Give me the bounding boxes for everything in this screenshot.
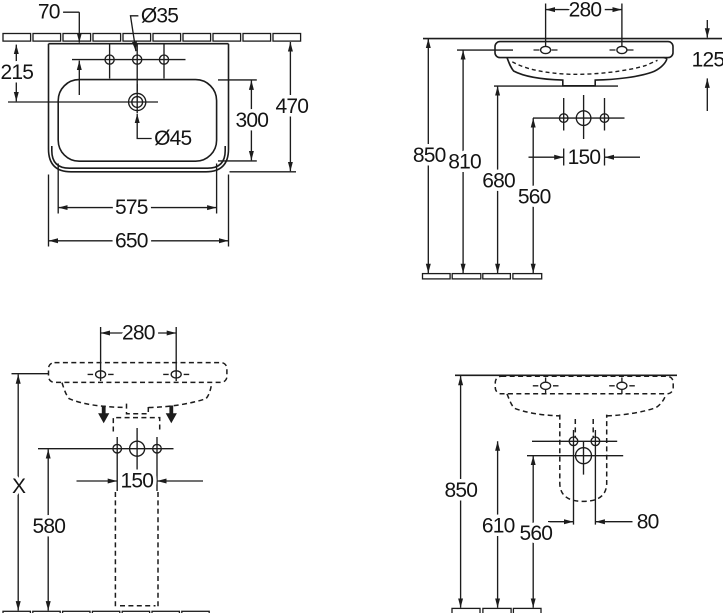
label-dia35: Ø35: [141, 4, 178, 27]
basin-deck-profile: [494, 40, 674, 59]
wall-tile-hatch: [2, 32, 302, 42]
front-view: [421, 3, 722, 280]
basin-deck-dashed-side: [494, 375, 674, 395]
basin-deck-dashed: [47, 361, 228, 384]
floor-hatch-front: [421, 272, 543, 280]
label-560-front: 560: [518, 185, 551, 208]
overflow-box-dashed: [125, 403, 150, 415]
label-70: 70: [38, 1, 60, 24]
outlet-holes-side: [527, 430, 624, 525]
label-610: 610: [482, 515, 515, 538]
dimension-470: [229, 42, 296, 173]
label-dia45: Ø45: [154, 127, 191, 150]
tap-holes: [72, 44, 186, 92]
mounting-holes-pedestal-front: [87, 370, 190, 379]
dimension-575: [57, 163, 218, 214]
drain-pipe-dashed: [574, 419, 594, 437]
dimension-labels: 70 Ø35 215 300 470 Ø45 575 650 280 125 8…: [0, 0, 723, 546]
dimension-x: [11, 373, 49, 611]
pedestal-dashed-outline: [112, 416, 161, 608]
leader-tap-hole-dia: [129, 15, 142, 52]
label-80: 80: [637, 510, 659, 533]
label-680: 680: [482, 170, 515, 193]
label-580: 580: [32, 515, 65, 538]
label-215: 215: [0, 61, 33, 84]
bowl-dashed-outline: [61, 382, 213, 409]
dimension-70: [62, 11, 82, 95]
label-810: 810: [448, 151, 481, 174]
label-150-front: 150: [568, 146, 601, 169]
dimension-650: [47, 174, 230, 247]
outlet-holes-front: [533, 95, 625, 139]
drain-hole: [8, 84, 158, 113]
floor-hatch-pedestal-front: [2, 610, 210, 613]
label-850-front: 850: [413, 144, 446, 167]
label-560-side: 560: [519, 522, 552, 545]
label-650: 650: [115, 229, 148, 252]
basin-outer-outline: [47, 42, 230, 173]
label-125: 125: [692, 49, 723, 72]
label-150-pedestal: 150: [120, 470, 153, 493]
label-x: X: [12, 475, 26, 498]
floor-hatch-side: [451, 607, 542, 613]
label-280-front: 280: [569, 0, 602, 21]
front-pedestal-view: [2, 327, 228, 613]
semi-pedestal-dashed: [559, 414, 608, 503]
bowl-dashed-side: [506, 393, 667, 417]
bowl-profile: [506, 56, 668, 87]
hidden-bowl-line: [511, 59, 658, 76]
label-300: 300: [235, 109, 268, 132]
outlet-holes-pedestal-front: [38, 428, 174, 491]
label-470: 470: [275, 95, 308, 118]
mounting-holes-side: [532, 377, 635, 394]
top-view: [2, 11, 302, 247]
dimension-280-pedestal: [99, 327, 177, 381]
label-575: 575: [115, 196, 148, 219]
leader-drain-dia: [134, 113, 153, 140]
side-pedestal-view: [451, 374, 677, 613]
label-280-pedestal: 280: [122, 322, 155, 345]
label-850-side: 850: [444, 479, 477, 502]
dimension-300: [218, 79, 257, 162]
basin-lower-shelf-edge: [51, 146, 226, 169]
assembly-arrows: [98, 405, 177, 424]
